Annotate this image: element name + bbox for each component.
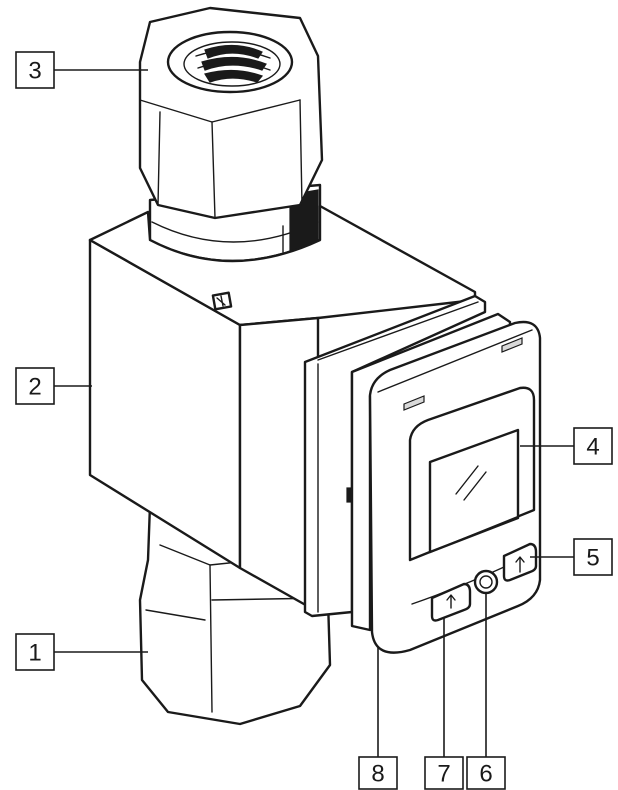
- callout-4-label: 4: [586, 434, 599, 461]
- callout-5: 5: [573, 538, 613, 576]
- callout-6-label: 6: [479, 761, 492, 788]
- callout-1-label: 1: [28, 640, 41, 667]
- callout-2: 2: [15, 367, 55, 405]
- top-hex-fitting: [138, 6, 324, 263]
- callout-6: 6: [466, 756, 506, 790]
- callout-8: 8: [358, 756, 398, 790]
- callout-3: 3: [15, 51, 55, 89]
- callout-1: 1: [15, 633, 55, 671]
- callout-7-label: 7: [437, 761, 450, 788]
- callout-4: 4: [573, 427, 613, 465]
- callout-5-label: 5: [586, 545, 599, 572]
- main-housing: [88, 204, 477, 614]
- callout-2-label: 2: [28, 374, 41, 401]
- callout-8-label: 8: [371, 761, 384, 788]
- callout-7: 7: [424, 756, 464, 790]
- display-module: [303, 294, 542, 654]
- callout-3-label: 3: [28, 58, 41, 85]
- leader-lines: [54, 69, 574, 757]
